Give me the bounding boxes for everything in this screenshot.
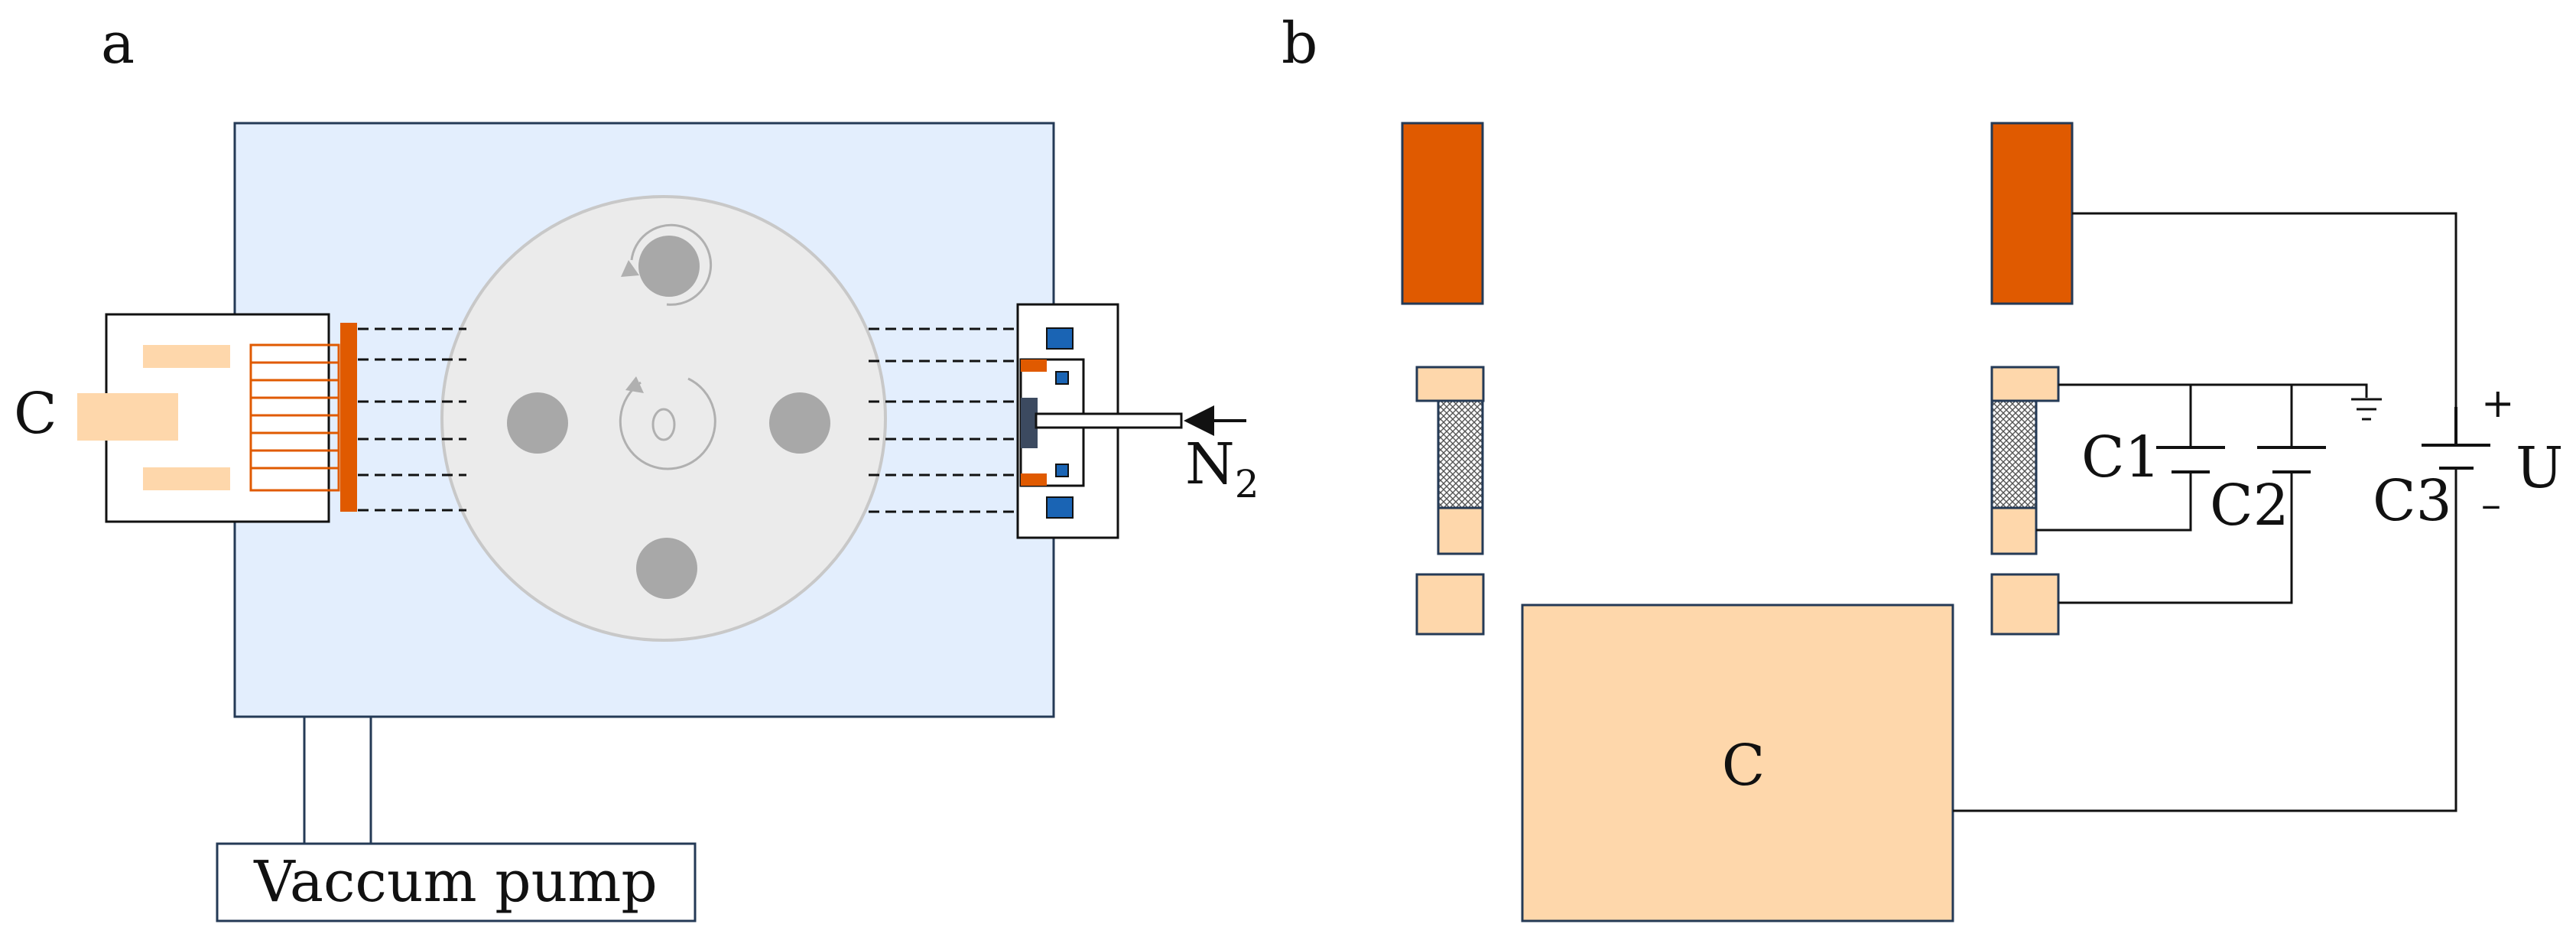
panel-b: b C bbox=[1282, 11, 2563, 922]
beam-lines-left bbox=[358, 327, 466, 512]
pump-pipes bbox=[303, 717, 372, 844]
target-peach-top bbox=[143, 345, 230, 368]
gas-label: N2 bbox=[1185, 431, 1259, 506]
target-stack-left-bottom bbox=[1437, 506, 1484, 555]
battery-icon bbox=[2422, 407, 2490, 470]
substrate-bottom bbox=[636, 538, 697, 599]
ion-source-blue-bottom bbox=[1046, 496, 1074, 519]
target-electrode-plate bbox=[340, 323, 357, 512]
substrate-right bbox=[769, 392, 830, 454]
target-stack-right-bottom bbox=[1990, 506, 2038, 555]
substrate-top bbox=[638, 236, 700, 297]
beam-lines-right bbox=[869, 327, 1017, 513]
ion-source-orange-bottom bbox=[1021, 473, 1047, 486]
chamber-block bbox=[1521, 604, 1954, 922]
electrode-top-right bbox=[1990, 122, 2074, 305]
plus-sign: + bbox=[2481, 381, 2515, 427]
vacuum-pump-label: Vaccum pump bbox=[253, 849, 658, 915]
target-stack-left-base bbox=[1415, 573, 1485, 636]
electrode-top-left bbox=[1401, 122, 1484, 305]
target-stack-right-mesh bbox=[1990, 399, 2038, 509]
disc-rotation-arrow-icon bbox=[619, 377, 716, 470]
vacuum-pump-box bbox=[216, 842, 697, 922]
target-coil bbox=[249, 343, 340, 492]
ion-source-orange-top bbox=[1021, 360, 1047, 372]
disc-rotation-arrowhead-icon bbox=[625, 376, 644, 393]
planet-rotation-arrow-icon bbox=[630, 223, 713, 306]
target-rod bbox=[77, 393, 178, 441]
target-label: C bbox=[14, 381, 57, 447]
substrate-left bbox=[507, 392, 568, 454]
substrate-holder-disc bbox=[440, 195, 887, 642]
panel-a: a bbox=[14, 11, 1259, 922]
target-stack-right-base bbox=[1990, 573, 2060, 636]
panel-a-letter: a bbox=[101, 11, 135, 76]
target-stack-right-top bbox=[1990, 366, 2060, 402]
target-stack-left-top bbox=[1415, 366, 1485, 402]
panel-b-letter: b bbox=[1282, 11, 1317, 76]
chamber-label: C bbox=[1722, 733, 1766, 799]
target-peach-bottom bbox=[143, 467, 230, 490]
ion-source-cathode bbox=[1021, 398, 1038, 448]
ion-source-small-blue-bottom bbox=[1055, 464, 1069, 477]
capacitor-c3-label: C3 bbox=[2373, 468, 2452, 534]
ion-source-small-blue-top bbox=[1055, 371, 1069, 385]
planet-rotation-arrowhead-icon bbox=[621, 260, 639, 277]
capacitor-c2-label: C2 bbox=[2210, 473, 2289, 538]
minus-sign: – bbox=[2481, 482, 2501, 528]
capacitor-c2-icon bbox=[2257, 446, 2326, 473]
ground-icon bbox=[2351, 398, 2382, 421]
capacitor-c1-icon bbox=[2156, 446, 2225, 473]
gas-inlet-tube bbox=[1035, 412, 1183, 429]
circuit-wires bbox=[1953, 212, 2457, 812]
voltage-label: U bbox=[2516, 435, 2563, 501]
target-stack-left-mesh bbox=[1437, 399, 1484, 509]
capacitor-c1-label: C1 bbox=[2081, 425, 2161, 490]
ion-source-blue-top bbox=[1046, 327, 1074, 350]
